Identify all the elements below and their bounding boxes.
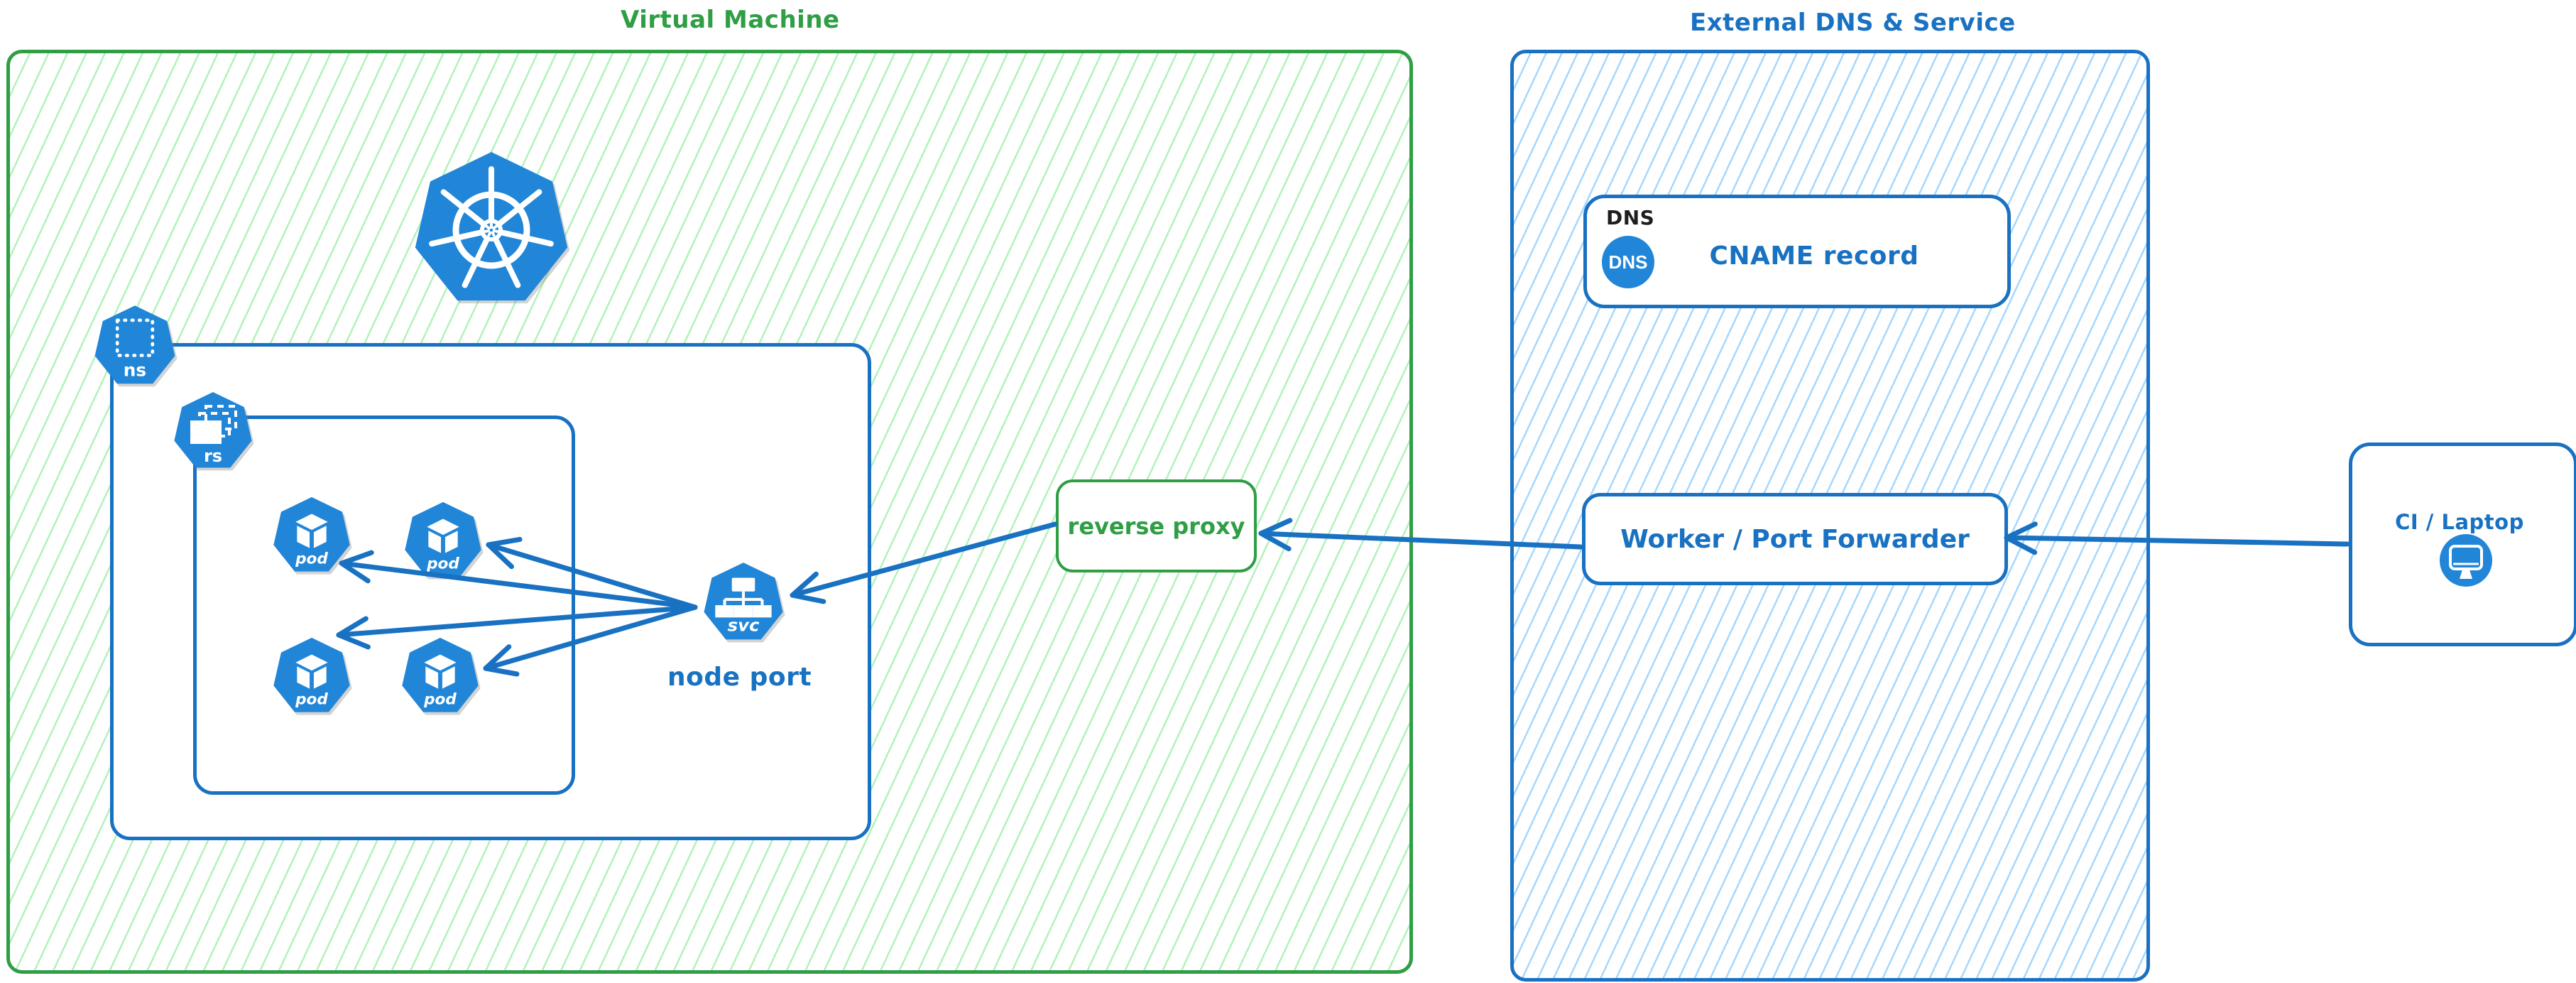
cname-record-label: CNAME record: [1709, 241, 1919, 271]
laptop-icon: [2440, 534, 2492, 587]
virtual-machine-title: Virtual Machine: [621, 6, 840, 34]
service-icon: svc: [704, 563, 783, 640]
pod-icon-3: pod: [273, 637, 350, 712]
replicaset-icon: rs: [174, 392, 252, 468]
reverse-proxy-label: reverse proxy: [1067, 512, 1245, 540]
namespace-icon: ns: [94, 305, 175, 384]
pod-icon-4-label: pod: [423, 690, 457, 708]
namespace-icon-label: ns: [124, 359, 146, 380]
kubernetes-logo-icon: [415, 152, 568, 301]
pod-icon-2: pod: [405, 501, 481, 577]
node-port-caption: node port: [667, 663, 812, 692]
external-dns-title: External DNS & Service: [1690, 9, 2016, 37]
dns-badge-icon: DNS: [1602, 236, 1654, 288]
worker-label: Worker / Port Forwarder: [1620, 524, 1970, 554]
dns-tag: DNS: [1606, 206, 1655, 229]
worker-box: Worker / Port Forwarder: [1582, 493, 2008, 585]
pod-icon-1-label: pod: [295, 550, 328, 567]
pod-icon-1: pod: [273, 496, 350, 572]
reverse-proxy-box: reverse proxy: [1056, 479, 1257, 572]
replicaset-icon-label: rs: [204, 446, 222, 466]
pod-icon-4: pod: [402, 637, 479, 712]
pod-icon-3-label: pod: [295, 690, 328, 708]
service-icon-label: svc: [728, 615, 760, 636]
ci-laptop-label: CI / Laptop: [2395, 510, 2524, 534]
pod-icon-2-label: pod: [426, 555, 459, 572]
dns-record-box: [1583, 195, 2011, 308]
dns-badge-label: DNS: [1609, 251, 1648, 273]
